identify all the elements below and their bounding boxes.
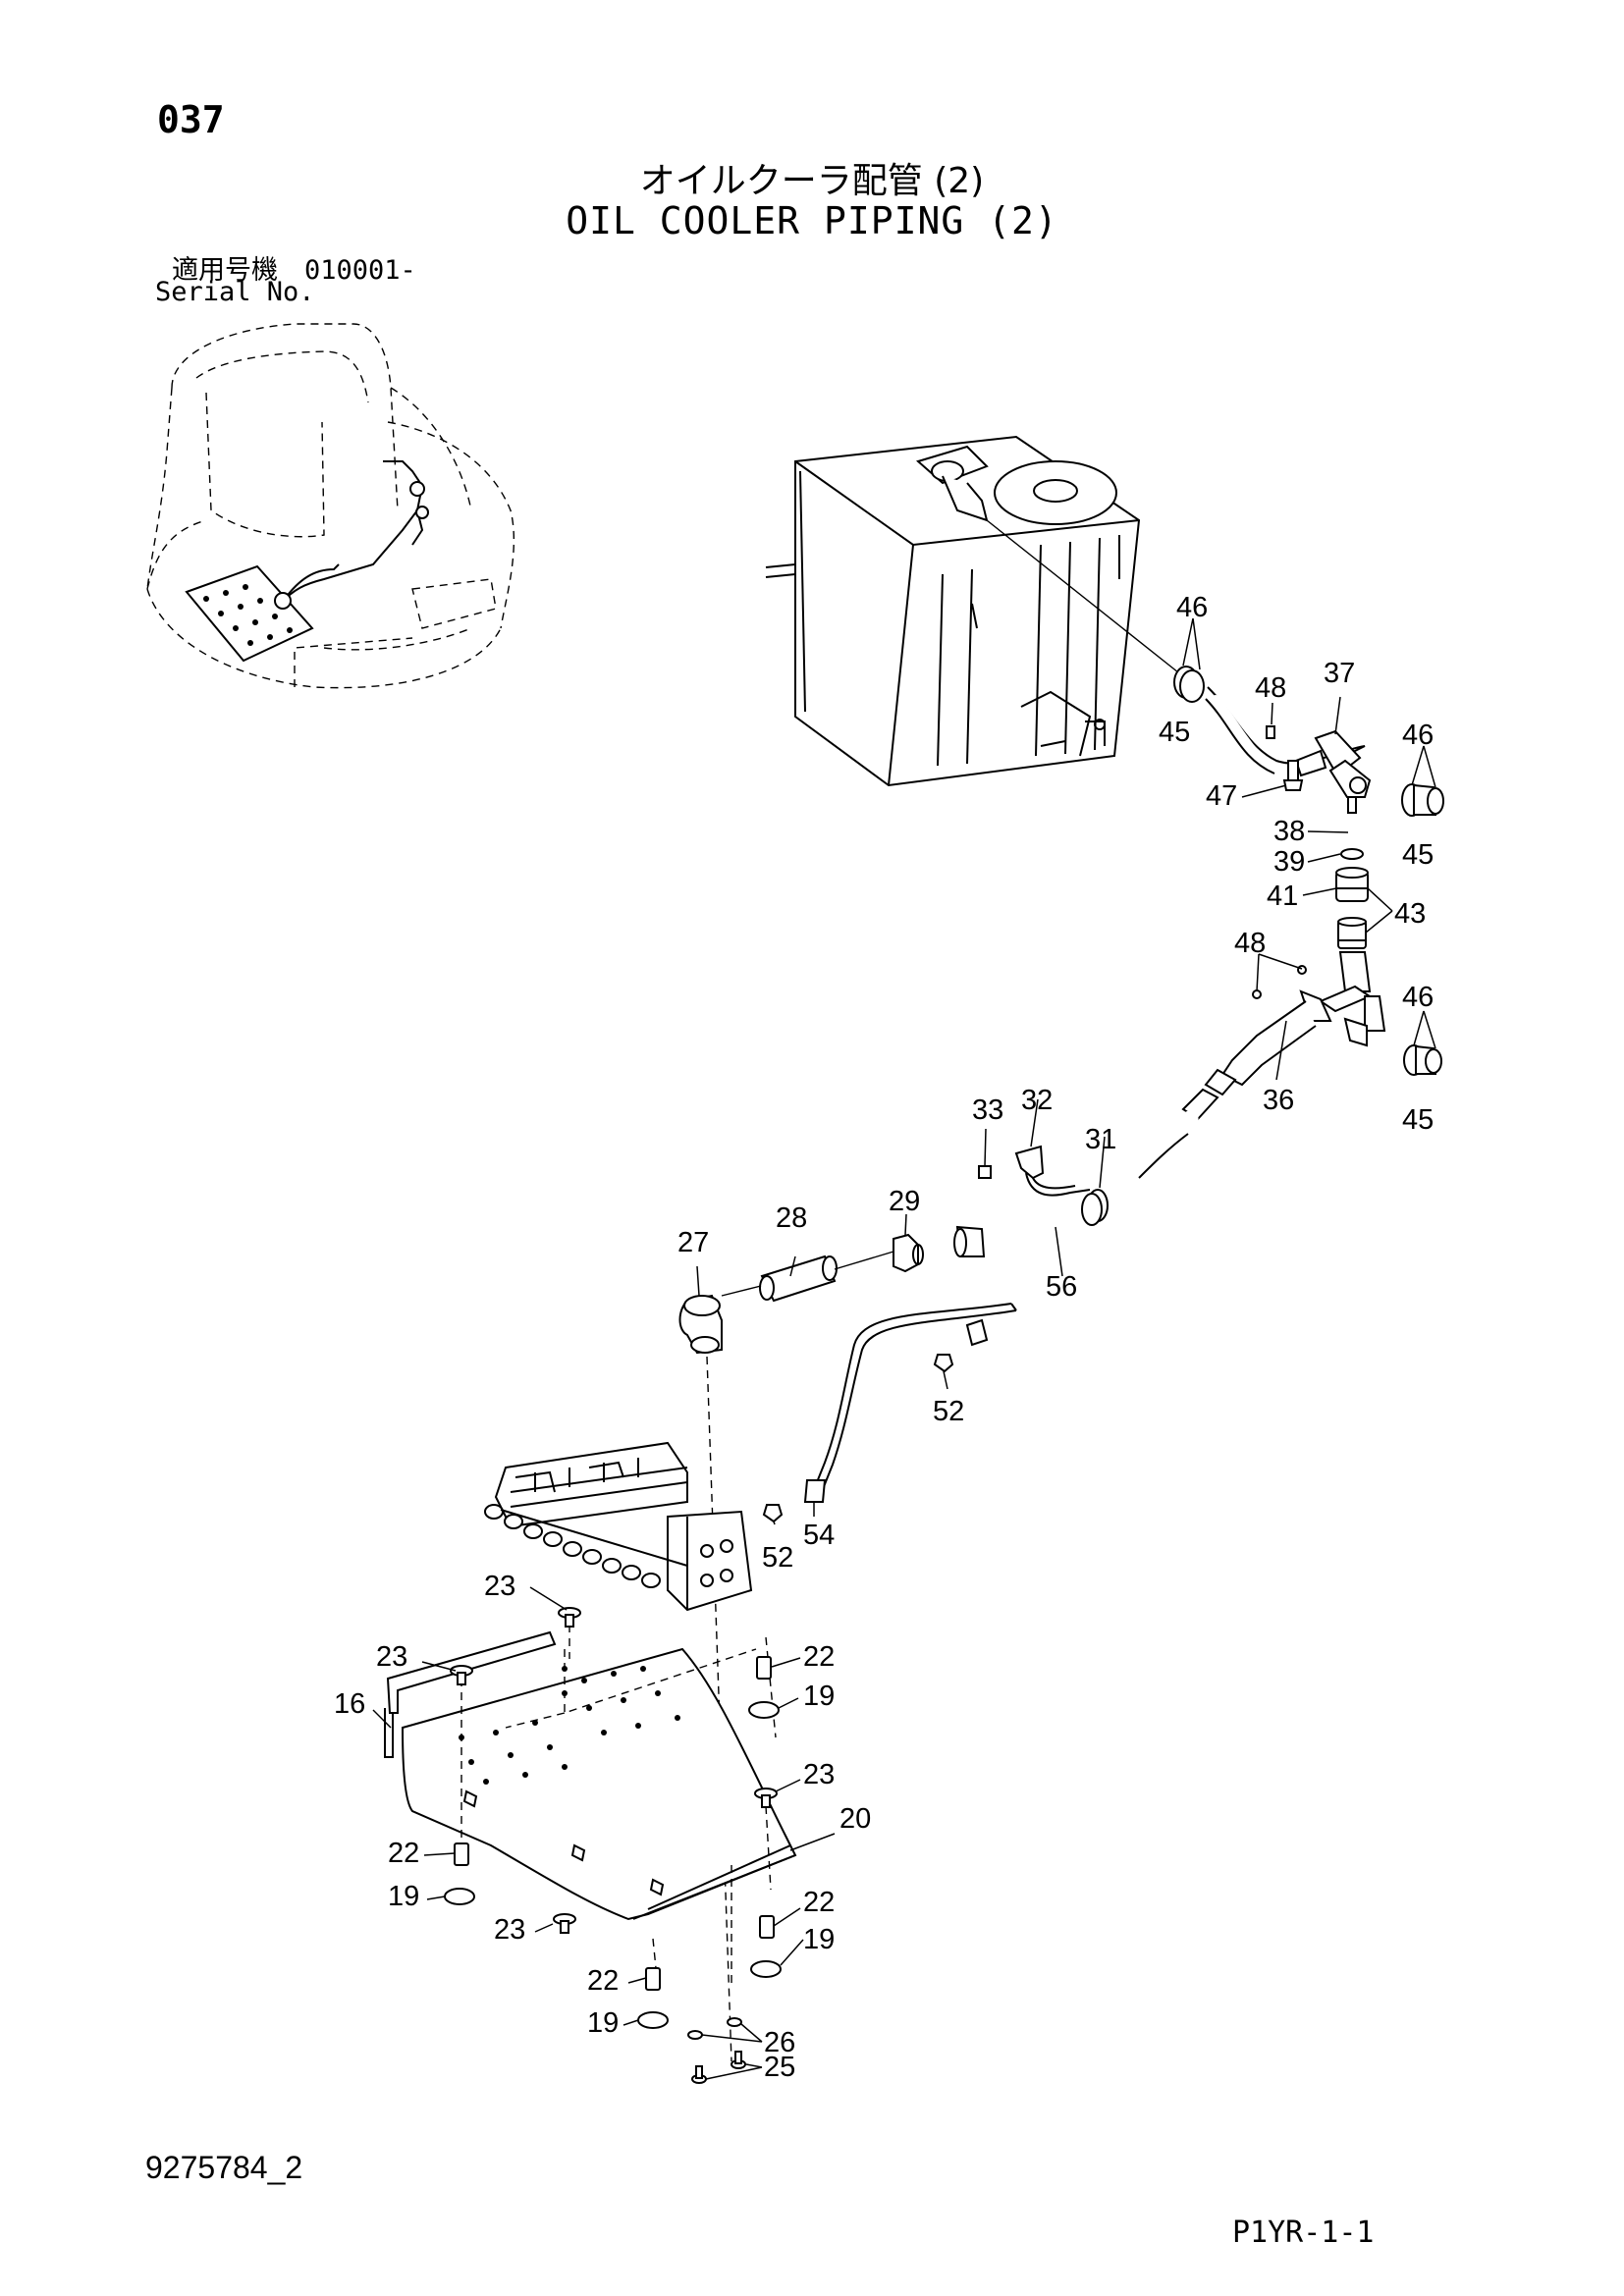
serial-label-japanese: 適用号機 010001-: [172, 255, 416, 286]
callout-45: 45: [1402, 1104, 1434, 1136]
serial-label: Serial No.: [155, 277, 315, 307]
piping-assembly: [678, 519, 1444, 2062]
callout-47: 47: [1206, 780, 1237, 812]
callout-23: 23: [803, 1759, 835, 1790]
callout-46: 46: [1402, 982, 1434, 1013]
callout-19: 19: [803, 1924, 835, 1955]
fasteners: [444, 1607, 782, 2084]
callout-22: 22: [803, 1641, 835, 1673]
callout-38: 38: [1273, 816, 1305, 847]
callout-31: 31: [1085, 1124, 1116, 1155]
callout-37: 37: [1324, 658, 1355, 689]
callout-19: 19: [803, 1681, 835, 1712]
callout-29: 29: [889, 1186, 920, 1217]
callout-28: 28: [776, 1202, 807, 1234]
callout-23: 23: [484, 1571, 515, 1602]
callout-22: 22: [587, 1965, 619, 1997]
page-title-japanese: オイルクーラ配管 (2): [639, 161, 985, 201]
callout-19: 19: [388, 1881, 419, 1912]
callout-25: 25: [764, 2052, 795, 2083]
machine-overview: [146, 323, 515, 689]
callout-22: 22: [803, 1887, 835, 1918]
callout-41: 41: [1267, 881, 1298, 912]
callout-36: 36: [1263, 1085, 1294, 1116]
callout-45: 45: [1402, 839, 1434, 871]
callout-32: 32: [1021, 1085, 1053, 1116]
callout-46: 46: [1402, 720, 1434, 751]
page-number: 037: [157, 98, 225, 141]
callout-52: 52: [933, 1396, 964, 1427]
document-number: 9275784_2: [145, 2150, 303, 2185]
hydraulic-tank: [765, 435, 1141, 787]
callout-23: 23: [494, 1914, 525, 1946]
leader-lines: [372, 617, 1436, 2080]
overview-plate: [185, 564, 314, 663]
control-valve: [484, 1441, 753, 1612]
callout-52: 52: [762, 1542, 793, 1574]
page-code: P1YR-1-1: [1232, 2216, 1375, 2250]
callout-39: 39: [1273, 846, 1305, 878]
callout-48: 48: [1234, 928, 1266, 959]
callout-20: 20: [839, 1803, 871, 1835]
callout-48: 48: [1255, 672, 1286, 704]
callout-16: 16: [334, 1688, 365, 1720]
callout-56: 56: [1046, 1271, 1077, 1303]
callouts: 46 45 48 37 46 47 45 38 39 41 43 48 46 3…: [334, 592, 1434, 2083]
callout-23: 23: [376, 1641, 407, 1673]
callout-27: 27: [677, 1227, 709, 1258]
callout-54: 54: [803, 1520, 835, 1551]
callout-22: 22: [388, 1838, 419, 1869]
callout-26: 26: [764, 2027, 795, 2058]
callout-19: 19: [587, 2007, 619, 2039]
floor-plate: [384, 1625, 797, 1983]
callout-33: 33: [972, 1095, 1003, 1126]
callout-46: 46: [1176, 592, 1208, 623]
callout-43: 43: [1394, 898, 1426, 930]
page-title: OIL COOLER PIPING (2): [566, 199, 1058, 242]
callout-45: 45: [1159, 717, 1190, 748]
